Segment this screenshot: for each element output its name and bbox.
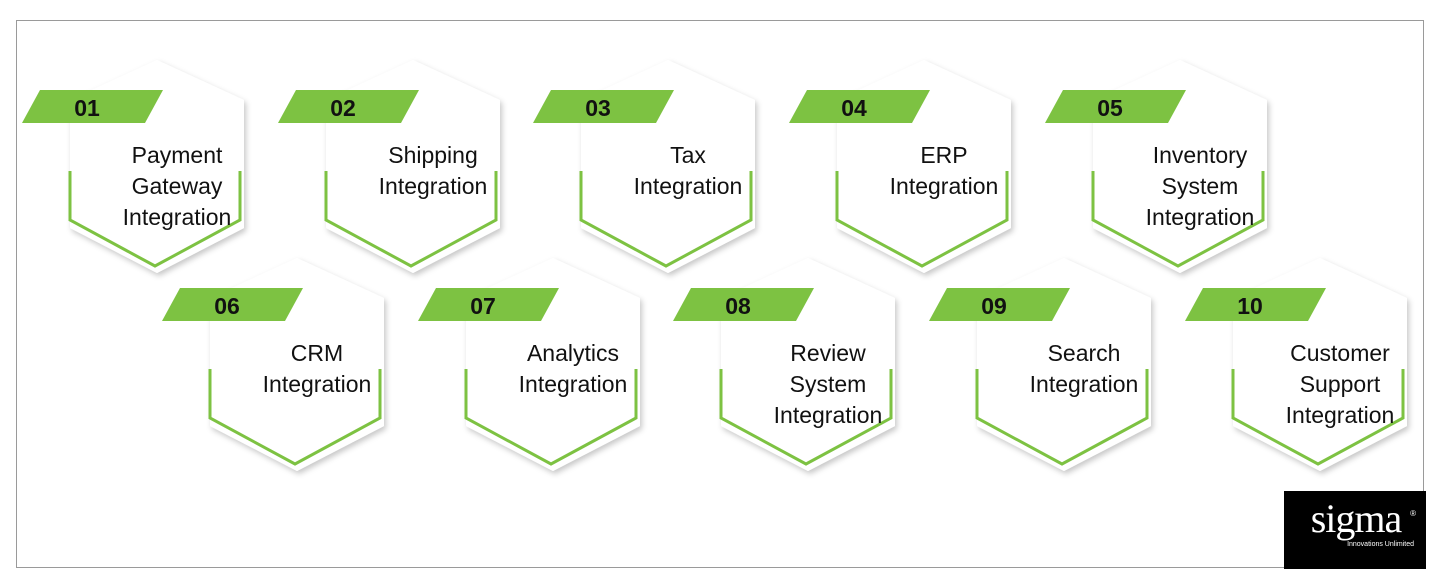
logo-registered-mark: ® [1410,509,1416,518]
number-badge: 09 [929,288,1074,324]
label-line: Integration [633,173,743,199]
step-number: 07 [470,293,496,319]
number-badge: 04 [789,90,934,126]
label-line: Search [1047,340,1121,366]
sigma-logo: sigma ® Innovations Unlimited [1284,491,1426,569]
label-line: Integration [122,204,232,230]
number-badge: 07 [418,288,563,324]
label-line: Support [1299,371,1381,397]
label-line: Inventory [1152,142,1248,168]
step-number: 09 [981,293,1007,319]
label-line: Integration [1145,204,1255,230]
label-line: Customer [1290,340,1390,366]
label-line: Payment [131,142,223,168]
label-line: Integration [889,173,999,199]
integration-label: CRM Integration [222,338,412,400]
logo-tagline: Innovations Unlimited [1347,541,1414,548]
number-badge: 02 [278,90,423,126]
number-badge: 06 [162,288,307,324]
label-line: Integration [1029,371,1139,397]
logo-brand: sigma [1310,496,1403,541]
step-number: 02 [330,95,356,121]
number-badge: 03 [533,90,678,126]
label-line: Integration [378,173,488,199]
number-badge: 01 [22,90,167,126]
label-line: Shipping [388,142,478,168]
integration-label: ERP Integration [849,140,1039,202]
label-line: System [1161,173,1239,199]
step-number: 05 [1097,95,1123,121]
step-number: 04 [841,95,867,121]
step-number: 10 [1237,293,1263,319]
label-line: Integration [773,402,883,428]
step-number: 01 [74,95,100,121]
label-line: Analytics [526,340,620,366]
label-line: Integration [518,371,628,397]
number-badge: 10 [1185,288,1330,324]
label-line: Integration [262,371,372,397]
number-badge: 05 [1045,90,1190,126]
label-line: Review [790,340,866,366]
label-line: CRM [290,340,344,366]
step-number: 03 [585,95,611,121]
step-number: 08 [725,293,751,319]
label-line: Integration [1285,402,1395,428]
label-line: Tax [670,142,706,168]
number-badge: 08 [673,288,818,324]
label-line: System [789,371,867,397]
label-line: ERP [920,142,968,168]
step-number: 06 [214,293,240,319]
label-line: Gateway [131,173,223,199]
